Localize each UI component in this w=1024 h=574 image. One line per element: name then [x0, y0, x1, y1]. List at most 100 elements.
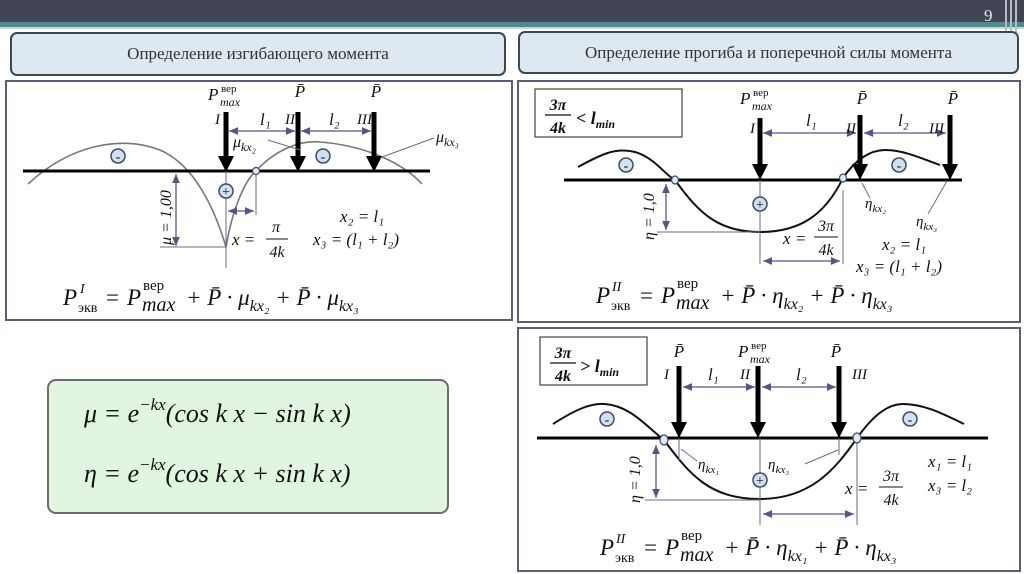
page-number: 9: [984, 6, 993, 25]
load-label-pbar: P̄: [830, 342, 841, 361]
svg-text:экв: экв: [611, 299, 631, 314]
load-label-pbar: P̄: [294, 82, 305, 101]
svg-text:-: -: [116, 150, 121, 165]
leader-line: [861, 182, 871, 199]
span-label-l2: l₂: [796, 365, 807, 384]
label-eta-kx3: ηkx₃: [768, 457, 789, 476]
moment-diagram: - - + P вер max P̄ P̄ I II III l₁ l₂ μkx…: [23, 82, 459, 316]
accent-stripe: [0, 22, 1024, 27]
svg-text:-: -: [908, 413, 913, 428]
label-eta-kx3: ηkx₃: [916, 214, 937, 233]
svg-text:вер: вер: [221, 83, 237, 95]
x-frac-num: π: [272, 219, 281, 236]
condition-rel: < lmin: [576, 108, 615, 131]
span-label-l2: l₂: [898, 111, 909, 130]
deflection-diagram-large-span: 3π 4k > lmin - - + P̄ P вер max P̄ I II: [537, 336, 988, 566]
label-mu-kx3: μkx₃: [435, 129, 459, 149]
load-label-pbar: P̄: [947, 89, 958, 108]
zero-point-marker: [670, 175, 680, 185]
label-eta-kx1: ηkx₁: [698, 457, 719, 476]
svg-text:=: =: [106, 285, 119, 310]
leader-line: [381, 137, 435, 158]
section-label: III: [851, 367, 868, 383]
span-label-l2: l₂: [329, 110, 340, 129]
load-arrow-III: [831, 366, 847, 438]
eta-dimension-label: η = 1,0: [627, 456, 644, 503]
sign-minus-badge: -: [315, 148, 331, 165]
x-label: x =: [782, 229, 806, 248]
load-arrow-II: [750, 366, 766, 438]
load-arrow-III: [942, 115, 958, 180]
svg-text:экв: экв: [615, 551, 635, 566]
svg-text:P: P: [664, 535, 679, 560]
leader-line: [267, 139, 301, 151]
decor-line: [1010, 0, 1012, 40]
svg-text:P: P: [739, 89, 750, 108]
load-label-pmax: P вер max: [739, 87, 773, 113]
section-label: I: [663, 367, 670, 383]
leader-line: [927, 180, 948, 215]
accent-stripe-light: [0, 27, 1024, 29]
condition-den: 4k: [549, 120, 566, 137]
x-label: x =: [844, 479, 868, 498]
section-label: II: [739, 367, 751, 383]
svg-text:I: I: [79, 282, 86, 297]
decor-line: [1015, 0, 1017, 40]
x2-equation: x₂ = l₁: [881, 235, 926, 254]
x1-equation: x₁ = l₁: [927, 452, 972, 471]
x-frac-den: 4k: [269, 244, 285, 261]
x2-equation: x₂ = l₁: [339, 207, 384, 226]
sign-plus-badge: +: [752, 196, 768, 213]
svg-text:-: -: [897, 159, 902, 174]
svg-text:-: -: [624, 159, 629, 174]
svg-text:P: P: [737, 342, 748, 361]
svg-text:вер: вер: [753, 87, 769, 99]
svg-text:max: max: [220, 95, 241, 109]
load-arrow-III: [366, 112, 382, 172]
sign-minus-badge: -: [599, 411, 615, 428]
svg-text:P: P: [207, 85, 218, 104]
deflection-diagram-small-span: 3π 4k < lmin - - + P вер max P̄ P̄ I II …: [534, 87, 962, 314]
load-arrow-I: [218, 112, 234, 172]
section-label: II: [284, 112, 296, 128]
condition-rel: > lmin: [580, 356, 619, 379]
load-label-pbar: P̄: [673, 342, 684, 361]
load-arrow-I: [752, 118, 768, 180]
condition-box: [534, 88, 683, 138]
zero-point-marker: [852, 432, 862, 444]
svg-text:+: +: [756, 474, 764, 489]
svg-text:II: II: [615, 532, 627, 547]
svg-text:=: =: [640, 283, 653, 308]
svg-text:max: max: [752, 99, 773, 113]
label-eta-kx2: ηkx₂: [865, 196, 886, 215]
section-label: III: [928, 121, 945, 137]
section-label: I: [749, 121, 756, 137]
svg-text:max: max: [676, 292, 709, 314]
load-label-pmax: P вер max: [207, 83, 241, 109]
x3-equation: x₃ = (l₁ + l₂): [312, 230, 399, 249]
condition-den: 4k: [554, 368, 571, 385]
svg-text:+ P̄ · ηkx₂ + P̄ · ηkx₃: + P̄ · ηkx₂ + P̄ · ηkx₃: [720, 283, 892, 313]
svg-text:P: P: [599, 535, 614, 560]
svg-text:P: P: [62, 285, 77, 310]
svg-text:+: +: [222, 185, 230, 200]
svg-text:вер: вер: [677, 276, 698, 292]
equivalent-load-formula-II: P II экв = P вер max + P̄ · ηkx₂ + P̄ · …: [595, 276, 892, 314]
moment-curve-left: [27, 142, 227, 248]
formula-box: [47, 379, 449, 514]
svg-text:-: -: [321, 150, 326, 165]
header-bending-moment: Определение изгибающего момента: [10, 32, 506, 76]
svg-text:+ P̄ · ηkx₁ + P̄ · ηkx₃: + P̄ · ηkx₁ + P̄ · ηkx₃: [724, 535, 896, 565]
svg-text:+ P̄ · μkx₂ + P̄ · μkx₃: + P̄ · μkx₂ + P̄ · μkx₃: [186, 285, 359, 315]
x3-equation: x₃ = (l₁ + l₂): [855, 257, 942, 276]
sign-plus-badge: +: [752, 472, 768, 489]
svg-text:max: max: [750, 352, 771, 366]
condition-num: 3π: [554, 345, 573, 362]
sign-minus-badge: -: [891, 157, 907, 174]
svg-text:P: P: [126, 285, 141, 310]
sign-plus-badge: +: [218, 183, 234, 200]
span-label-l1: l₁: [806, 111, 817, 130]
svg-text:P: P: [660, 283, 675, 308]
svg-text:вер: вер: [143, 278, 164, 294]
leader-line: [680, 448, 698, 462]
